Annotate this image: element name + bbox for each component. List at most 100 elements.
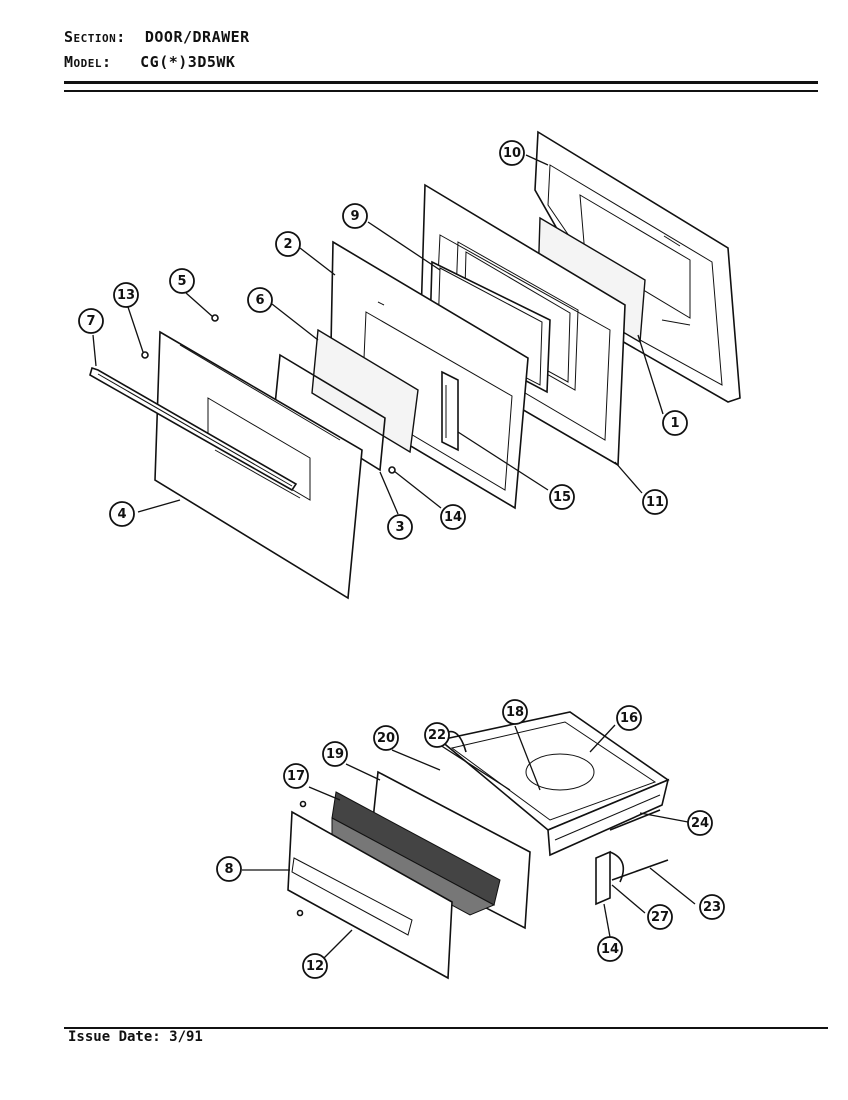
callout-number: 12 bbox=[306, 959, 324, 974]
callout-circle bbox=[502, 699, 528, 725]
drawer-insulation-part bbox=[331, 791, 501, 916]
leader-lines bbox=[92, 154, 696, 961]
callout-number: 10 bbox=[503, 146, 521, 161]
callout-number: 9 bbox=[350, 209, 359, 224]
callout-number: 13 bbox=[117, 288, 135, 303]
drawer-callout-14: 14 bbox=[597, 936, 623, 962]
callout-circle bbox=[283, 763, 309, 789]
callout-number: 27 bbox=[651, 910, 669, 925]
callout-circle bbox=[699, 894, 725, 920]
door-callout-15: 15 bbox=[549, 484, 575, 510]
callout-number: 1 bbox=[670, 416, 679, 431]
callout-circle bbox=[109, 501, 135, 527]
drawer-bracket-loop bbox=[609, 851, 625, 883]
screw-5-part bbox=[211, 314, 219, 322]
callout-number: 15 bbox=[553, 490, 571, 505]
callout-circle bbox=[169, 268, 195, 294]
callout-number: 7 bbox=[86, 314, 95, 329]
drawer-screw-top bbox=[299, 800, 307, 808]
model-line: Model: CG(*)3D5WK bbox=[64, 53, 235, 71]
callout-number: 14 bbox=[444, 510, 462, 525]
drawer-rail-24-part bbox=[609, 809, 661, 831]
callout-number: 3 bbox=[395, 520, 404, 535]
screw-13-part bbox=[141, 351, 149, 359]
callout-number: 19 bbox=[326, 747, 344, 762]
drawer-callout-16: 16 bbox=[616, 705, 642, 731]
callout-circle bbox=[549, 484, 575, 510]
screw-14-part bbox=[388, 466, 396, 474]
callout-circle bbox=[499, 140, 525, 166]
drawer-callout-20: 20 bbox=[373, 725, 399, 751]
drawer-rail-23-part bbox=[611, 859, 669, 881]
door-callout-2: 2 bbox=[275, 231, 301, 257]
callout-circle bbox=[687, 810, 713, 836]
door-callout-6: 6 bbox=[247, 287, 273, 313]
drawer-callout-18: 18 bbox=[502, 699, 528, 725]
door-callout-11: 11 bbox=[642, 489, 668, 515]
door-gasket-part bbox=[274, 353, 386, 472]
callout-circle bbox=[247, 287, 273, 313]
drawer-callout-19: 19 bbox=[322, 741, 348, 767]
callout-circle bbox=[216, 856, 242, 882]
callout-circle bbox=[597, 936, 623, 962]
door-callout-5: 5 bbox=[169, 268, 195, 294]
callout-bubbles: 10 9 2 13 5 6 7 1 15 11 4 3 14 18 16 20 22 19 17 24 8 23 27 14 1… bbox=[78, 140, 725, 979]
hinge-bracket-part bbox=[441, 370, 459, 452]
door-callout-7: 7 bbox=[78, 308, 104, 334]
drawer-callout-24: 24 bbox=[687, 810, 713, 836]
header-rule-thin bbox=[64, 90, 818, 92]
door-callout-10: 10 bbox=[499, 140, 525, 166]
drawer-bracket-27-part bbox=[595, 850, 611, 906]
section-key: Section: bbox=[64, 28, 126, 46]
drawer-callout-23: 23 bbox=[699, 894, 725, 920]
callout-circle bbox=[113, 282, 139, 308]
callout-circle bbox=[616, 705, 642, 731]
callout-number: 17 bbox=[287, 769, 305, 784]
model-key: Model: bbox=[64, 53, 112, 71]
callout-circle bbox=[647, 904, 673, 930]
section-line: Section: DOOR/DRAWER bbox=[64, 28, 250, 46]
callout-number: 4 bbox=[117, 507, 126, 522]
callout-circle bbox=[387, 514, 413, 540]
callout-number: 22 bbox=[428, 728, 446, 743]
callout-number: 24 bbox=[691, 816, 709, 831]
callout-number: 20 bbox=[377, 731, 395, 746]
callout-circle bbox=[275, 231, 301, 257]
outer-glass-part bbox=[311, 328, 419, 454]
callout-number: 6 bbox=[255, 293, 264, 308]
callout-number: 16 bbox=[620, 711, 638, 726]
issue-date: Issue Date: 3/91 bbox=[68, 1029, 203, 1045]
drawer-callout-8: 8 bbox=[216, 856, 242, 882]
callout-circle bbox=[373, 725, 399, 751]
callout-number: 14 bbox=[601, 942, 619, 957]
callout-number: 18 bbox=[506, 705, 524, 720]
callout-circle bbox=[342, 203, 368, 229]
drawer-callout-17: 17 bbox=[283, 763, 309, 789]
drawer-front-part bbox=[287, 810, 453, 980]
drawer-callout-22: 22 bbox=[424, 722, 450, 748]
callout-circle bbox=[302, 953, 328, 979]
door-callout-13: 13 bbox=[113, 282, 139, 308]
callout-number: 5 bbox=[177, 274, 186, 289]
callout-number: 23 bbox=[703, 900, 721, 915]
callout-circle bbox=[78, 308, 104, 334]
model-value: CG(*)3D5WK bbox=[140, 53, 236, 71]
callout-number: 8 bbox=[224, 862, 233, 877]
callout-circle bbox=[424, 722, 450, 748]
header-rule-thick bbox=[64, 81, 818, 84]
door-back-panel-part bbox=[534, 130, 741, 403]
callout-circle bbox=[322, 741, 348, 767]
section-value: DOOR/DRAWER bbox=[144, 28, 250, 46]
callout-circle bbox=[642, 489, 668, 515]
callout-number: 2 bbox=[283, 237, 292, 252]
drawer-screw-bottom bbox=[296, 909, 304, 917]
door-callout-14: 14 bbox=[440, 504, 466, 530]
door-handle-part bbox=[89, 366, 298, 492]
drawer-body-part bbox=[438, 711, 670, 857]
drawer-callout-27: 27 bbox=[647, 904, 673, 930]
callout-circle bbox=[662, 410, 688, 436]
footer-rule bbox=[64, 1027, 828, 1029]
door-callout-3: 3 bbox=[387, 514, 413, 540]
